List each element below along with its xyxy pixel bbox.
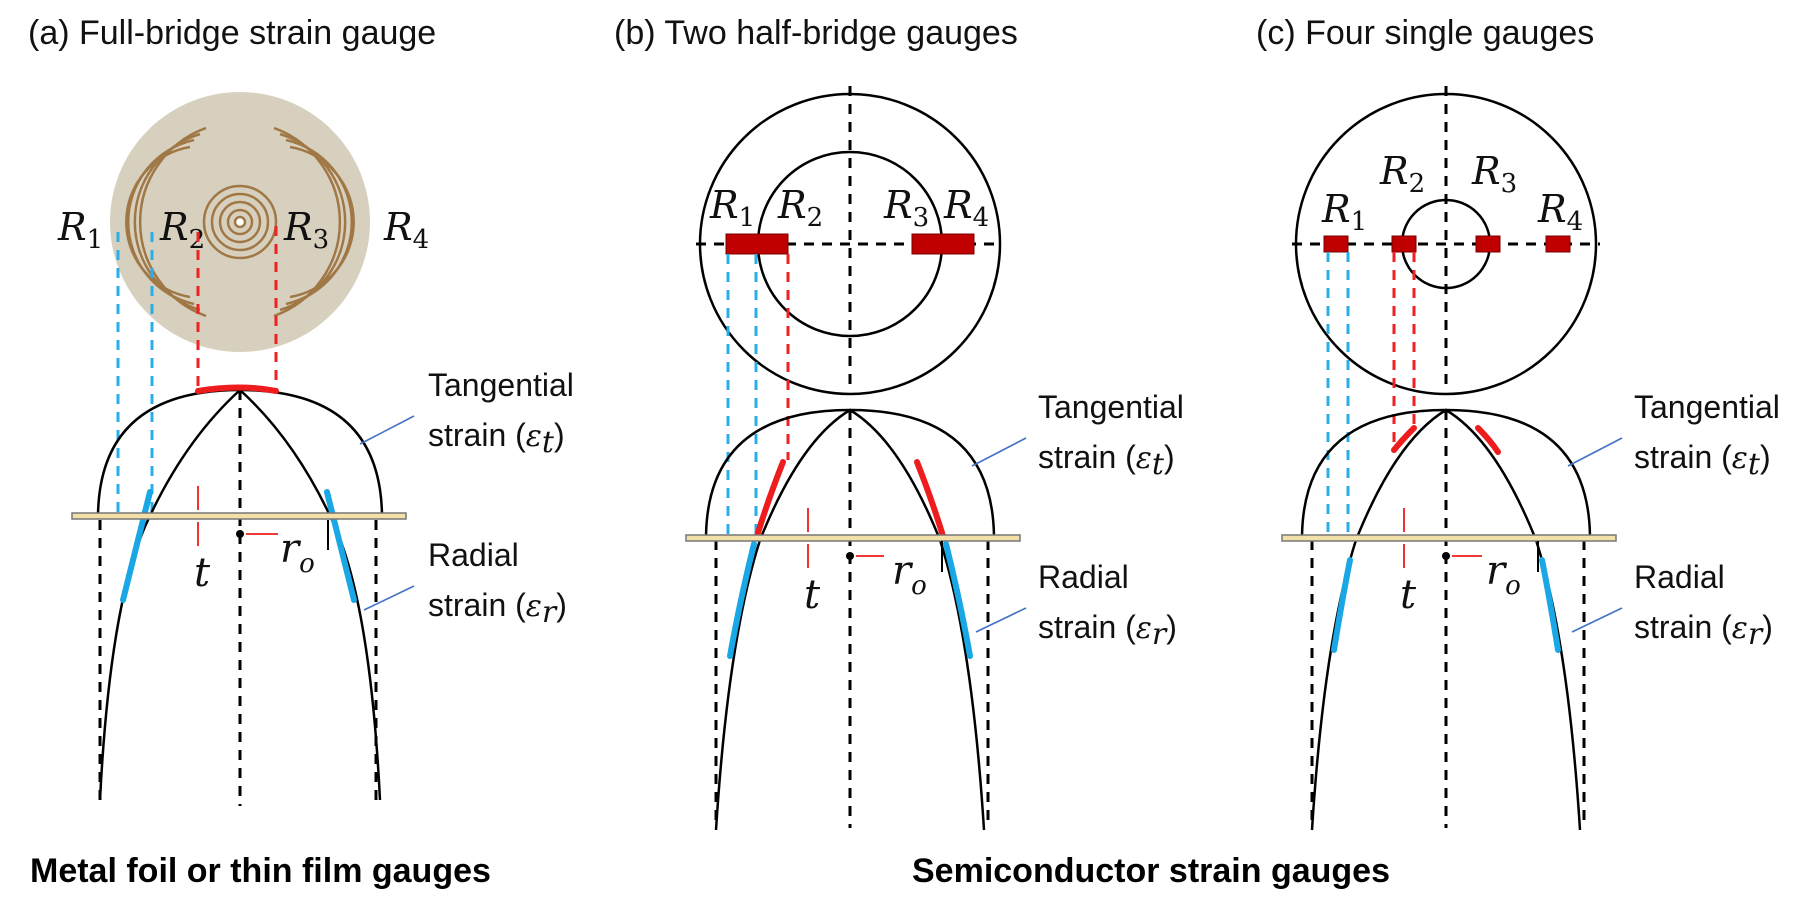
tangential-strain-label: Tangential strain (εt)	[1634, 389, 1780, 482]
svg-text:strain (εt): strain (εt)	[1038, 439, 1175, 482]
radial-gauge-segment-right	[1539, 557, 1561, 653]
svg-text:R1: R1	[709, 183, 755, 233]
svg-text:ro: ro	[1486, 548, 1521, 601]
single-gauge-r4	[1545, 235, 1571, 253]
gauge-label-r1: R1	[1321, 187, 1367, 237]
gauge-label-r3: R3	[283, 205, 329, 255]
gauge-label-r4: R4	[943, 183, 989, 233]
thickness-label: t	[1400, 572, 1417, 618]
svg-text:Tangential: Tangential	[1038, 389, 1184, 425]
svg-text:R4: R4	[383, 205, 429, 255]
panel-c-title: (c) Four single gauges	[1256, 14, 1594, 52]
svg-text:Tangential: Tangential	[1634, 389, 1780, 425]
radial-gauge-segment-right	[324, 489, 357, 603]
svg-text:R1: R1	[57, 205, 103, 255]
radial-pointer	[363, 585, 415, 611]
radius-label: ro	[892, 548, 927, 601]
single-gauge-r3	[1475, 235, 1501, 253]
radial-strain-label: Radial strain (εr)	[1038, 559, 1177, 652]
svg-text:ro: ro	[892, 548, 927, 601]
tangential-strain-label: Tangential strain (εt)	[1038, 389, 1184, 482]
gauge-label-r2: R2	[777, 183, 823, 233]
tangential-gauge-segment-right	[1475, 425, 1501, 455]
diaphragm-plate	[685, 534, 1021, 542]
thickness-label: t	[804, 572, 821, 618]
gauge-label-r4: R4	[1537, 187, 1583, 237]
svg-text:ro: ro	[280, 526, 315, 579]
single-gauge-r2	[1391, 235, 1417, 253]
footer-metal-foil-label: Metal foil or thin film gauges	[30, 852, 491, 890]
half-bridge-gauge-left	[725, 233, 789, 255]
svg-text:Radial: Radial	[428, 537, 519, 573]
svg-text:R3: R3	[883, 183, 929, 233]
radial-gauge-segment-left	[120, 489, 153, 603]
radial-strain-label: Radial strain (εr)	[428, 537, 567, 630]
single-gauge-r1	[1323, 235, 1349, 253]
svg-text:strain (εt): strain (εt)	[1634, 439, 1771, 482]
svg-text:R3: R3	[1471, 149, 1517, 199]
svg-text:strain (εr): strain (εr)	[428, 587, 567, 630]
foil-left-grid	[125, 126, 207, 318]
radius-label: ro	[1486, 548, 1521, 601]
svg-text:R3: R3	[283, 205, 329, 255]
svg-text:Tangential: Tangential	[428, 367, 574, 403]
center-point	[236, 530, 244, 538]
svg-text:R4: R4	[943, 183, 989, 233]
radial-pointer	[975, 607, 1027, 633]
svg-text:strain (εt): strain (εt)	[428, 417, 565, 460]
diaphragm-plate	[1281, 534, 1617, 542]
svg-text:strain (εr): strain (εr)	[1634, 609, 1773, 652]
svg-text:strain (εr): strain (εr)	[1038, 609, 1177, 652]
panel-a-title: (a) Full-bridge strain gauge	[28, 14, 436, 52]
center-point	[1442, 552, 1450, 560]
panel-c: (c) Four single gauges R1 R2 R3 R4	[1256, 14, 1780, 831]
tangential-gauge-segment-left	[1391, 425, 1417, 453]
gauge-label-r2: R2	[1379, 149, 1425, 199]
tangential-pointer	[359, 415, 415, 445]
thickness-label: t	[194, 550, 211, 596]
radial-gauge-segment-left	[727, 541, 757, 659]
panel-b: (b) Two half-bridge gauges R1 R2 R3 R4	[614, 14, 1184, 831]
gauge-label-r1: R1	[57, 205, 103, 255]
radial-gauge-segment-left	[1331, 557, 1353, 653]
gauge-label-r3: R3	[883, 183, 929, 233]
gauge-label-r3: R3	[1471, 149, 1517, 199]
tangential-gauge-segment-left	[754, 459, 786, 539]
radial-strain-label: Radial strain (εr)	[1634, 559, 1773, 652]
radial-pointer	[1571, 607, 1623, 633]
center-point	[846, 552, 854, 560]
tangential-gauge-segment	[195, 384, 279, 394]
half-bridge-gauge-right	[911, 233, 975, 255]
svg-text:R2: R2	[1379, 149, 1425, 199]
radial-gauge-segment-right	[943, 541, 973, 659]
full-bridge-foil-gauge-image	[110, 92, 370, 352]
tangential-pointer	[971, 437, 1027, 467]
gauge-label-r4: R4	[383, 205, 429, 255]
diaphragm-plate	[71, 512, 407, 520]
svg-text:Radial: Radial	[1038, 559, 1129, 595]
foil-center-spiral	[202, 184, 278, 260]
tangential-gauge-segment-right	[914, 459, 946, 539]
panel-b-title: (b) Two half-bridge gauges	[614, 14, 1018, 52]
tangential-strain-label: Tangential strain (εt)	[428, 367, 574, 460]
tangential-pointer	[1567, 437, 1623, 467]
svg-text:R1: R1	[1321, 187, 1367, 237]
gauge-label-r1: R1	[709, 183, 755, 233]
foil-right-grid	[273, 126, 355, 318]
panel-a: (a) Full-bridge strain gauge	[28, 14, 574, 806]
svg-text:Radial: Radial	[1634, 559, 1725, 595]
footer-semiconductor-label: Semiconductor strain gauges	[912, 852, 1390, 890]
svg-text:R2: R2	[777, 183, 823, 233]
svg-text:R4: R4	[1537, 187, 1583, 237]
radius-label: ro	[280, 526, 315, 579]
